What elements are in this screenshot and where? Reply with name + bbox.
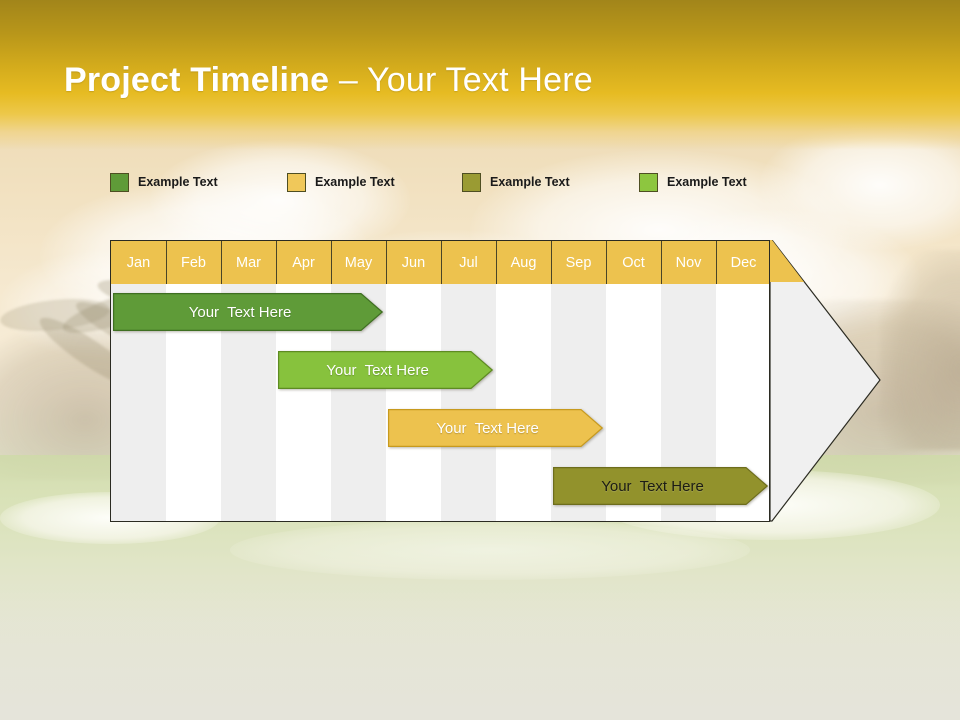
legend: Example Text Example Text Example Text Exam… [110,170,810,194]
task-bar-3[interactable]: Your Text Here [388,409,603,447]
month-header-may[interactable]: May [331,241,386,284]
task-bar-1[interactable]: Your Text Here [113,293,383,331]
task-bar-shape [278,351,493,389]
legend-swatch-icon [110,172,129,192]
month-separator [661,241,662,284]
sand-bunker [230,520,750,580]
month-separator [331,241,332,284]
task-bar-label: Your Text Here [188,303,292,321]
legend-item-label: Example Text [490,175,570,189]
task-bar-shape [553,467,768,505]
legend-item-label: Example Text [667,175,747,189]
month-header-dec[interactable]: Dec [716,241,769,284]
title-bold-part: Project Timeline [64,61,330,99]
month-separator [716,241,717,284]
legend-swatch-icon [462,172,481,192]
month-header-nov[interactable]: Nov [661,241,716,284]
legend-swatch-icon [639,172,658,192]
timeline-arrow-head [770,240,882,522]
legend-item-1[interactable]: Example Text [110,170,218,194]
title-separator: – [329,61,368,99]
task-bar-shape [113,293,383,331]
task-bar-2[interactable]: Your Text Here [278,351,493,389]
month-separator [276,241,277,284]
month-header-jan[interactable]: Jan [111,241,166,284]
month-column-jan [111,241,166,521]
month-header-aug[interactable]: Aug [496,241,551,284]
page-title: Project Timeline – Your Text Here [64,58,593,102]
legend-swatch-icon [287,172,306,192]
month-header-oct[interactable]: Oct [606,241,661,284]
task-bar-label: Your Text Here [326,361,429,379]
tree-mass-right [880,250,960,450]
task-bar-label: Your Text Here [601,477,704,495]
month-separator [221,241,222,284]
legend-item-4[interactable]: Example Text [639,170,747,194]
month-header-jun[interactable]: Jun [386,241,441,284]
month-separator [606,241,607,284]
month-separator [386,241,387,284]
month-column-mar [221,241,276,521]
legend-item-3[interactable]: Example Text [462,170,570,194]
legend-item-label: Example Text [138,175,218,189]
month-separator [551,241,552,284]
arrow-head-shape [770,240,881,522]
task-bar-shape [388,409,603,447]
month-separator [441,241,442,284]
title-light-part: Your Text Here [367,61,593,99]
month-header-mar[interactable]: Mar [221,241,276,284]
task-bar-label: Your Text Here [436,419,539,437]
month-header-sep[interactable]: Sep [551,241,606,284]
task-bar-4[interactable]: Your Text Here [553,467,768,505]
month-separator [496,241,497,284]
month-header-jul[interactable]: Jul [441,241,496,284]
month-header-apr[interactable]: Apr [276,241,331,284]
legend-item-2[interactable]: Example Text [287,170,395,194]
month-separator [166,241,167,284]
title-banner [0,0,960,150]
legend-item-label: Example Text [315,175,395,189]
month-header-feb[interactable]: Feb [166,241,221,284]
